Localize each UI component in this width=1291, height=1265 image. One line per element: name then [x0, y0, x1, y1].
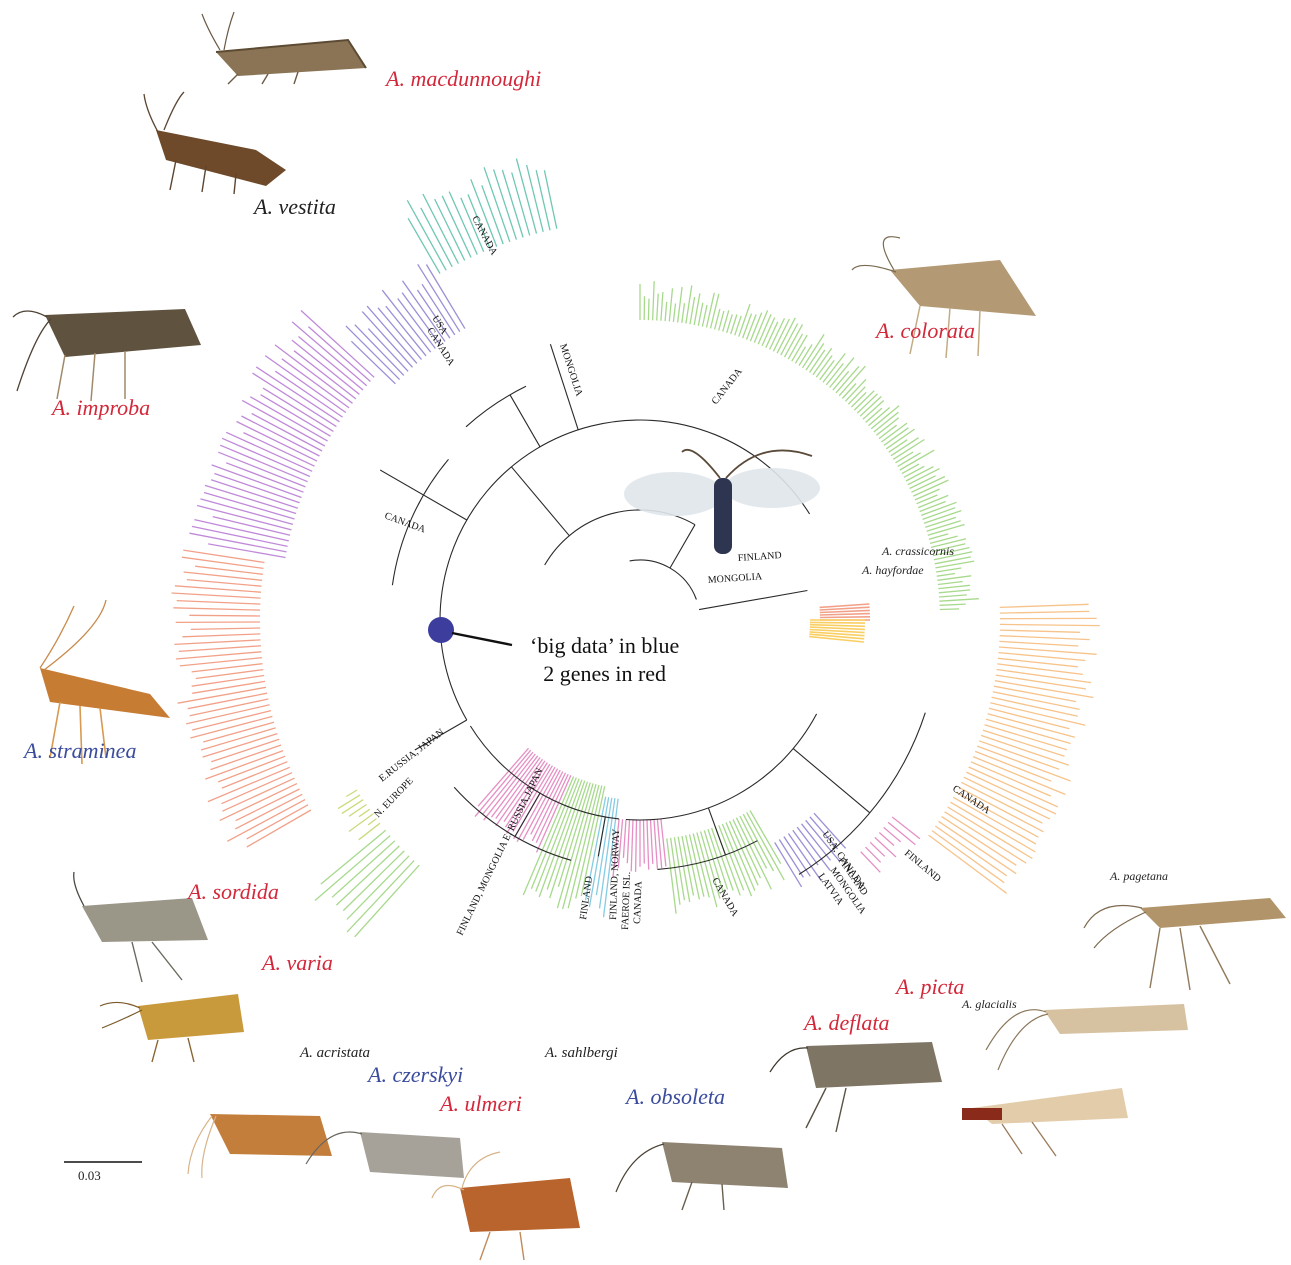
country-faeroe: FAEROE ISL. [620, 872, 633, 931]
country-n-europe: N. EUROPE [372, 776, 415, 820]
branch-glacialis [793, 749, 870, 813]
species-label-pagetana: A. pagetana [1110, 870, 1168, 882]
species-label-straminea: A. straminea [24, 740, 136, 762]
branch-deflata [708, 808, 725, 855]
legend-text: ‘big data’ in blue 2 genes in red [530, 632, 679, 687]
species-label-colorata: A. colorata [876, 320, 975, 342]
insect-photo-deflata [766, 1032, 946, 1137]
species-label-glacialis: A. glacialis [962, 998, 1017, 1010]
country-finland-4: FINLAND [902, 848, 943, 885]
branch-vestita [510, 395, 540, 447]
insect-photo-pagetana [1080, 878, 1290, 998]
species-label-improba: A. improba [52, 397, 150, 419]
clade-crassicornis [820, 604, 870, 620]
scale-bar-label: 0.03 [78, 1168, 101, 1184]
country-canada-5: CANADA [632, 880, 645, 924]
root-node-dot [428, 617, 454, 643]
clade-glacialis [929, 604, 1100, 893]
insect-photo-obsoleta [612, 1132, 792, 1212]
country-canada-4: CANADA [710, 366, 745, 407]
species-label-hayfordae: A. hayfordae [862, 564, 924, 576]
species-label-deflata: A. deflata [804, 1012, 890, 1034]
clade-straminea [172, 550, 311, 847]
clade-improba [190, 311, 375, 558]
insect-photo-ulmeri [430, 1148, 585, 1263]
legend-line-big-data: ‘big data’ in blue [530, 632, 679, 660]
insect-photo-glacialis-2 [932, 1078, 1132, 1158]
legend-line-two-genes: 2 genes in red [530, 660, 679, 688]
insect-photo-varia [98, 984, 248, 1064]
legend-pointer-line [452, 633, 512, 645]
species-label-sahlbergi: A. sahlbergi [545, 1046, 618, 1061]
species-label-macdunnoughi: A. macdunnoughi [386, 68, 541, 90]
species-label-crassicornis: A. crassicornis [882, 545, 954, 557]
species-label-acristata: A. acristata [300, 1046, 370, 1061]
clade-macdunnoughi [407, 159, 557, 274]
country-e-russia-japan: E.RUSSIA, JAPAN [377, 727, 446, 785]
species-label-varia: A. varia [262, 952, 333, 974]
insect-photo-vestita [136, 90, 296, 195]
species-label-picta: A. picta [896, 976, 964, 998]
country-finland-2: FINLAND [578, 875, 595, 920]
insect-photo-crassicornis [622, 438, 822, 558]
clade-picta [861, 817, 920, 872]
species-label-vestita: A. vestita [254, 196, 336, 218]
insect-photo-improba [5, 295, 205, 405]
species-label-obsoleta: A. obsoleta [626, 1086, 725, 1108]
clade-hayfordae [809, 620, 865, 642]
country-mongolia-2: MONGOLIA [707, 571, 763, 586]
species-label-ulmeri: A. ulmeri [440, 1093, 522, 1115]
backbone-arc-core [630, 560, 697, 600]
branch-obsoleta [598, 817, 605, 856]
species-label-czerskyi: A. czerskyi [368, 1064, 463, 1086]
branch-crassicornis [699, 591, 807, 610]
backbone-arc-lower-right [626, 714, 817, 820]
country-mongolia-1: MONGOLIA [557, 343, 585, 399]
branch-inner-1 [511, 467, 569, 536]
clade-green-lower [315, 830, 419, 937]
species-label-sordida: A. sordida [188, 881, 279, 903]
insect-photo-macdunnoughi [198, 10, 373, 85]
